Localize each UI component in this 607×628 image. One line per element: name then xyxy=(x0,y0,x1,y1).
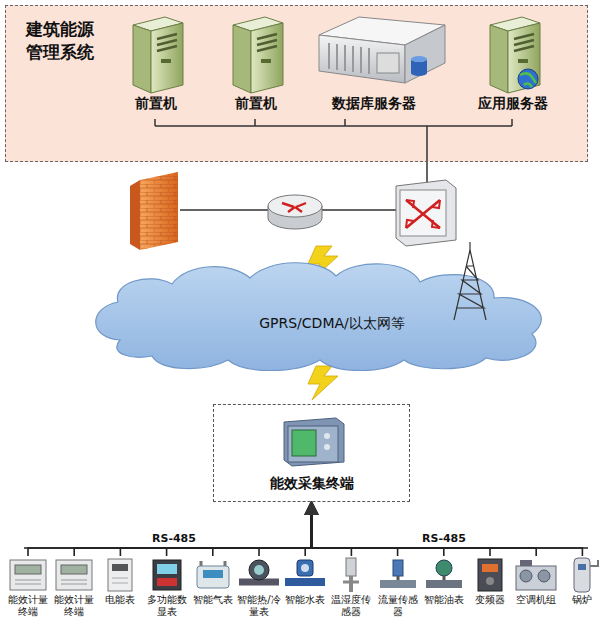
field-device: 智能热/冷量表 xyxy=(237,556,281,617)
panel-title: 建筑能源管理系统 xyxy=(26,18,98,64)
cloud-label: GPRS/CDMA/以太网等 xyxy=(259,315,405,333)
bus-connector xyxy=(305,502,311,556)
device-label: 流量传感器 xyxy=(376,594,420,617)
server-icon: 应用服务器 xyxy=(473,13,553,112)
device-label: 温湿度传感器 xyxy=(329,594,373,617)
server-icon: 前置机 xyxy=(219,13,293,112)
field-device: 变频器 xyxy=(468,556,512,606)
device-label: 智能油表 xyxy=(422,594,466,606)
field-device: 电能表 xyxy=(98,556,142,606)
collector-terminal: 能效采集终端 xyxy=(213,404,410,502)
device-label: 多功能数显表 xyxy=(145,594,189,617)
device-label: 能效计量终端 xyxy=(6,594,50,617)
field-device: 能效计量终端 xyxy=(52,556,96,617)
bus-label: RS-485 xyxy=(150,532,198,545)
network-cloud: GPRS/CDMA/以太网等 xyxy=(92,296,572,352)
bus-connector xyxy=(312,502,583,556)
field-device: 智能气表 xyxy=(191,556,235,606)
field-device: 能效计量终端 xyxy=(6,556,50,617)
device-label: 智能水表 xyxy=(283,594,327,606)
bus-connector xyxy=(213,502,312,556)
bus-connector xyxy=(259,502,312,556)
device-label: 变频器 xyxy=(468,594,512,606)
bus-label: RS-485 xyxy=(420,532,468,545)
bus-connector xyxy=(120,502,311,556)
device-label: 能效计量终端 xyxy=(52,594,96,617)
field-device: 温湿度传感器 xyxy=(329,556,373,617)
bus-connector xyxy=(28,502,312,556)
server-icon: 前置机 xyxy=(119,13,193,112)
server-label: 应用服务器 xyxy=(473,95,553,112)
device-label: 空调机组 xyxy=(514,594,558,606)
server-label: 前置机 xyxy=(119,95,193,112)
server-label: 数据库服务器 xyxy=(299,95,449,112)
field-device: 空调机组 xyxy=(514,556,558,606)
field-device: 智能水表 xyxy=(283,556,327,606)
device-label: 智能热/冷量表 xyxy=(237,594,281,617)
collector-label: 能效采集终端 xyxy=(214,475,409,493)
field-device: 锅炉 xyxy=(560,556,604,606)
system-panel: 建筑能源管理系统前置机前置机数据库服务器应用服务器 xyxy=(5,5,588,162)
bus-connector xyxy=(167,502,312,556)
server-label: 前置机 xyxy=(219,95,293,112)
field-device: 流量传感器 xyxy=(376,556,420,617)
field-device: 多功能数显表 xyxy=(145,556,189,617)
server-icon: 数据库服务器 xyxy=(299,13,449,112)
bus-connector xyxy=(74,502,311,556)
device-label: 锅炉 xyxy=(560,594,604,606)
device-label: 智能气表 xyxy=(191,594,235,606)
device-label: 电能表 xyxy=(98,594,142,606)
field-device: 智能油表 xyxy=(422,556,466,606)
